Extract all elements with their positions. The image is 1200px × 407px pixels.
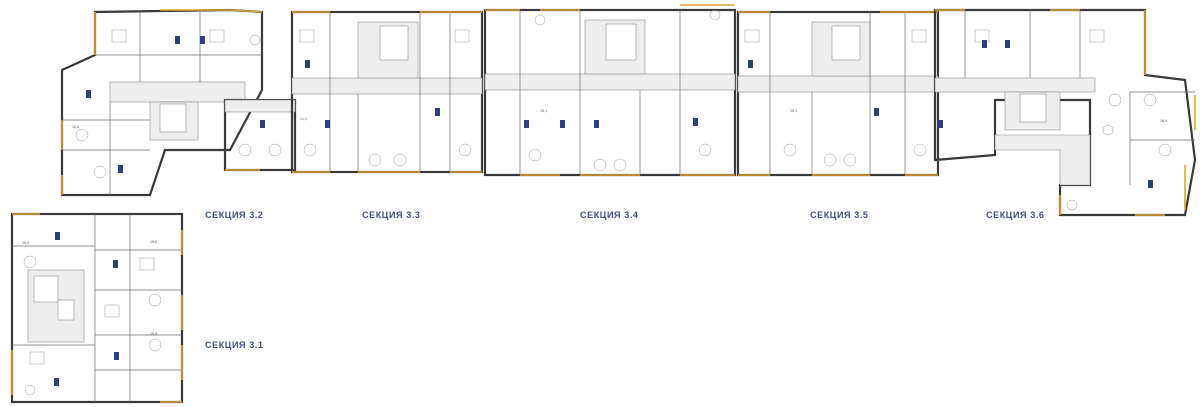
room-area-labels: 16,9 16,8 15,9 10,8 11,2 16,1 16,1 16,0 xyxy=(22,109,1167,336)
section-label-3-3: СЕКЦИЯ 3.3 xyxy=(362,210,421,220)
svg-text:16,0: 16,0 xyxy=(1160,119,1167,123)
section-label-3-2: СЕКЦИЯ 3.2 xyxy=(205,210,264,220)
svg-text:16,1: 16,1 xyxy=(540,109,547,113)
svg-text:16,8: 16,8 xyxy=(150,240,157,244)
section-label-3-1: СЕКЦИЯ 3.1 xyxy=(205,340,264,350)
connector-3-2-3-3 xyxy=(223,98,297,172)
section-3-1-plan xyxy=(10,212,184,404)
svg-text:10,8: 10,8 xyxy=(72,125,79,129)
svg-text:16,9: 16,9 xyxy=(22,241,29,245)
section-label-3-5: СЕКЦИЯ 3.5 xyxy=(810,210,869,220)
section-3-4-plan xyxy=(483,4,737,177)
section-3-3-plan xyxy=(290,10,484,174)
section-3-2-plan xyxy=(60,8,265,197)
svg-text:15,9: 15,9 xyxy=(150,332,157,336)
section-label-3-6: СЕКЦИЯ 3.6 xyxy=(986,210,1045,220)
svg-text:11,2: 11,2 xyxy=(300,117,307,121)
svg-text:16,1: 16,1 xyxy=(790,109,797,113)
section-label-3-4: СЕКЦИЯ 3.4 xyxy=(580,210,639,220)
section-3-6-plan xyxy=(933,8,1197,217)
section-3-5-plan xyxy=(736,10,940,177)
